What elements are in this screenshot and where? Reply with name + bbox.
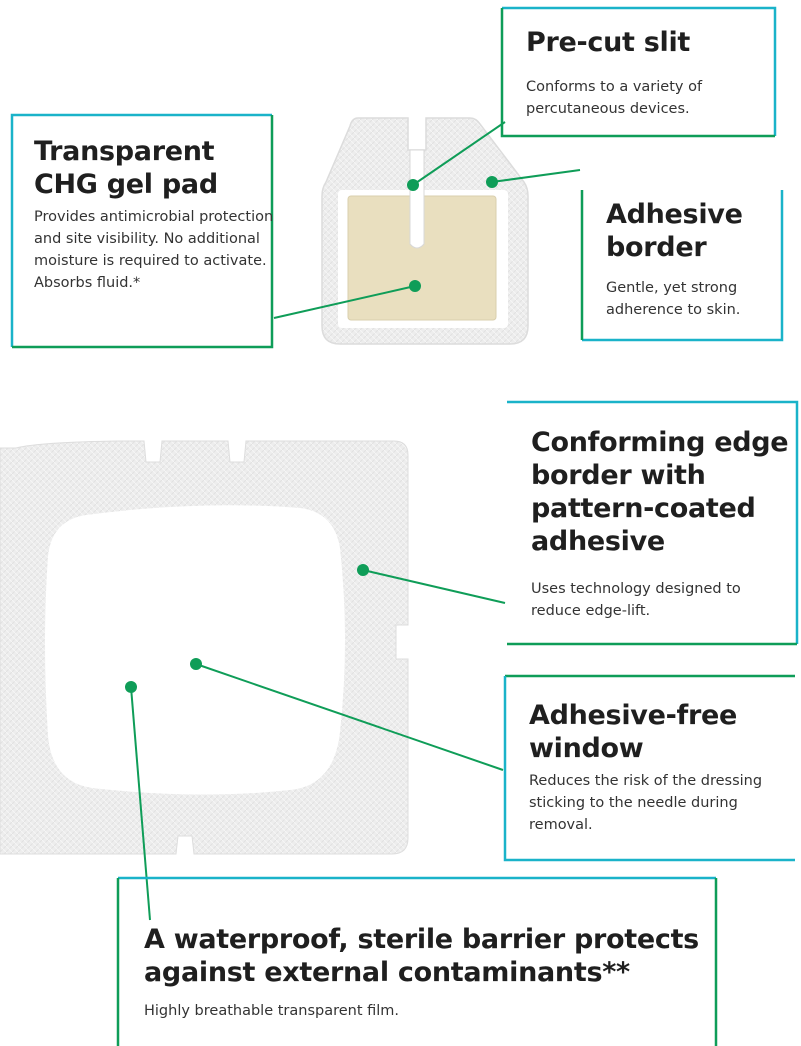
connector-lines [130, 121, 581, 921]
callout-text: Highly breathable transparent film. [144, 1003, 400, 1019]
barrier-dot [125, 681, 137, 693]
slit-connector [412, 121, 506, 186]
callout-title: Conforming edge border with pattern-coat… [531, 427, 789, 557]
callout-adhesive-free-window: Adhesive-free window Reduces the risk of… [503, 674, 795, 861]
edge-border-dot [357, 564, 369, 576]
callout-title: Transparent CHG gel pad [34, 136, 218, 200]
callout-text: Gentle, yet strong adherence to skin. [606, 280, 741, 318]
callout-title: Adhesive-free window [529, 700, 737, 764]
gel-pad-connector [273, 285, 416, 319]
callout-title: A waterproof, sterile barrier protects a… [144, 924, 699, 988]
window-connector [195, 663, 504, 771]
connector-dots [125, 176, 498, 693]
adhesive-border-dot [486, 176, 498, 188]
adhesive-border-connector [491, 169, 581, 183]
large-dressing-image [0, 440, 409, 855]
slit-dot [407, 179, 419, 191]
barrier-connector [130, 686, 151, 921]
small-dressing-image [321, 117, 529, 345]
callout-edge-border: Conforming edge border with pattern-coat… [505, 402, 797, 644]
edge-border-connector [362, 569, 506, 604]
callout-text: Reduces the risk of the dressing stickin… [529, 773, 763, 833]
callout-sterile-barrier: A waterproof, sterile barrier protects a… [116, 876, 716, 1046]
callout-text: Conforms to a variety of percutaneous de… [526, 79, 703, 117]
callout-title: Adhesive border [606, 199, 743, 263]
gel-pad-dot [409, 280, 421, 292]
callout-frames [10, 6, 799, 1046]
callout-text: Uses technology designed to reduce edge-… [531, 581, 741, 619]
callout-adhesive-border: Adhesive border Gentle, yet strong adher… [580, 190, 782, 340]
callout-gel-pad: Transparent CHG gel pad Provides antimic… [12, 115, 274, 347]
callout-text: Provides antimicrobial protection and si… [34, 209, 274, 291]
callout-pre-cut-slit: Pre-cut slit Conforms to a variety of pe… [500, 8, 775, 138]
callout-title: Pre-cut slit [526, 27, 691, 58]
window-dot [190, 658, 202, 670]
